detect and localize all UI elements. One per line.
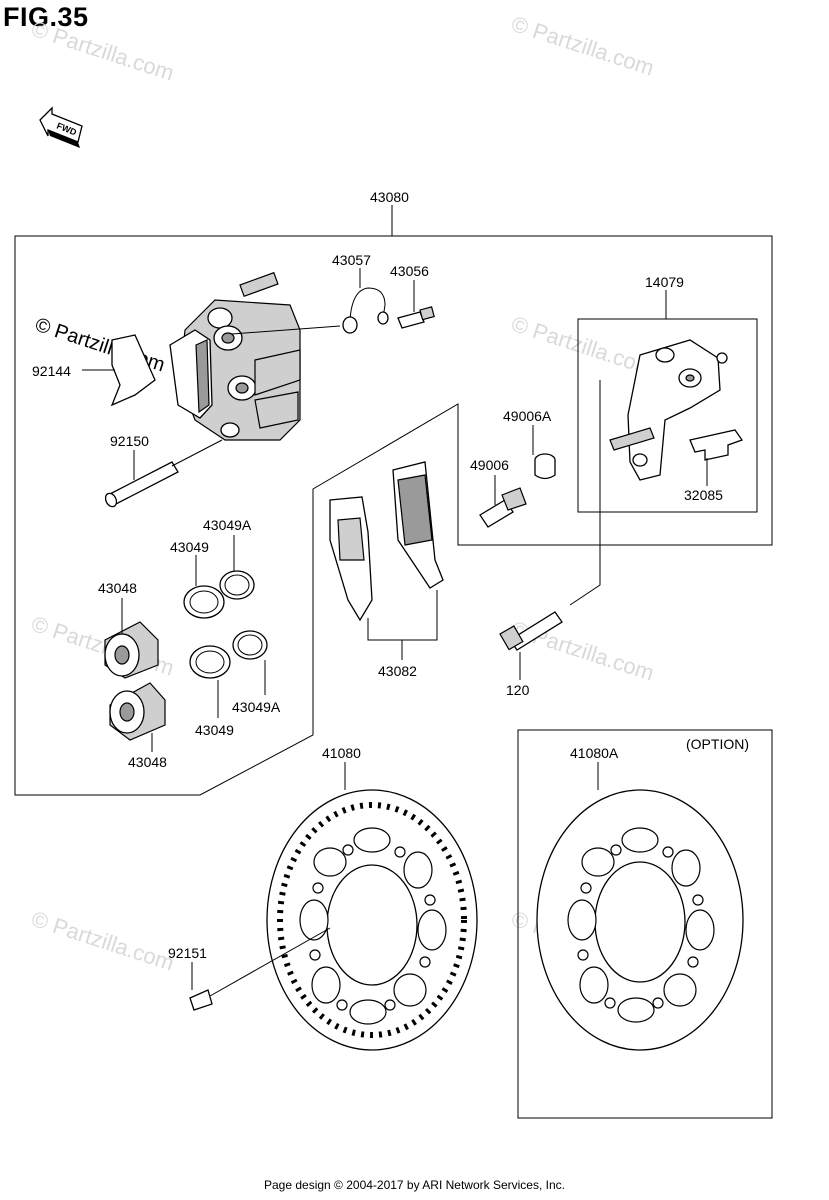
part-label-43057: 43057 [332, 252, 371, 268]
part-label-32085: 32085 [684, 487, 723, 503]
part-label-14079: 14079 [645, 274, 684, 290]
part-label-92150: 92150 [110, 433, 149, 449]
caliper-bracket-14079 [609, 339, 728, 481]
brake-disc-41080A [536, 789, 744, 1051]
part-label-43056: 43056 [390, 263, 429, 279]
part-label-41080: 41080 [322, 745, 361, 761]
part-label-92144: 92144 [32, 363, 71, 379]
part-label-49006: 49006 [470, 457, 509, 473]
caliper-body [169, 271, 301, 441]
part-label-43048-bottom: 43048 [128, 754, 167, 770]
bleeder-valve-43056 [397, 306, 435, 329]
brake-pads-43082 [329, 461, 444, 622]
option-box [517, 729, 773, 1119]
page-footer: Page design © 2004-2017 by ARI Network S… [263, 1178, 565, 1192]
watermark: © Partzilla.com [508, 311, 657, 381]
fwd-arrow-icon: FWD [39, 106, 83, 148]
pad-spring-92144 [110, 334, 156, 407]
pistons-43048 [104, 621, 166, 741]
watermark: © Partzilla.com [28, 906, 177, 976]
pad-pin-92150 [104, 439, 223, 508]
bracket-bolt-120 [499, 611, 563, 651]
brake-disc-41080 [266, 789, 478, 1051]
part-label-41080A: 41080A [570, 745, 619, 761]
part-label-43048-top: 43048 [98, 580, 137, 596]
part-label-43049A-top: 43049A [203, 517, 252, 533]
watermark: © Partzilla.com [508, 11, 657, 81]
bracket-outline [577, 318, 758, 513]
option-label: (OPTION) [686, 736, 749, 752]
part-label-43049A-bottom: 43049A [232, 699, 281, 715]
figure-title: FIG.35 [3, 2, 89, 32]
pin-bolt-49006 [479, 487, 527, 528]
watermark: © Partzilla.com [28, 16, 177, 86]
part-label-43049-bottom: 43049 [195, 722, 234, 738]
part-label-43049-top: 43049 [170, 539, 209, 555]
cap-49006A [534, 453, 556, 480]
disc-screw-92151 [189, 927, 331, 1011]
piston-seals [183, 570, 268, 679]
banjo-fitting-43057 [342, 287, 389, 334]
part-label-120: 120 [506, 682, 530, 698]
part-label-43082: 43082 [378, 663, 417, 679]
part-label-49006A: 49006A [503, 408, 552, 424]
caliper-assembly-outline [14, 235, 773, 796]
part-label-92151: 92151 [168, 945, 207, 961]
part-label-43080: 43080 [370, 189, 409, 205]
pad-guide-32085 [689, 429, 744, 461]
